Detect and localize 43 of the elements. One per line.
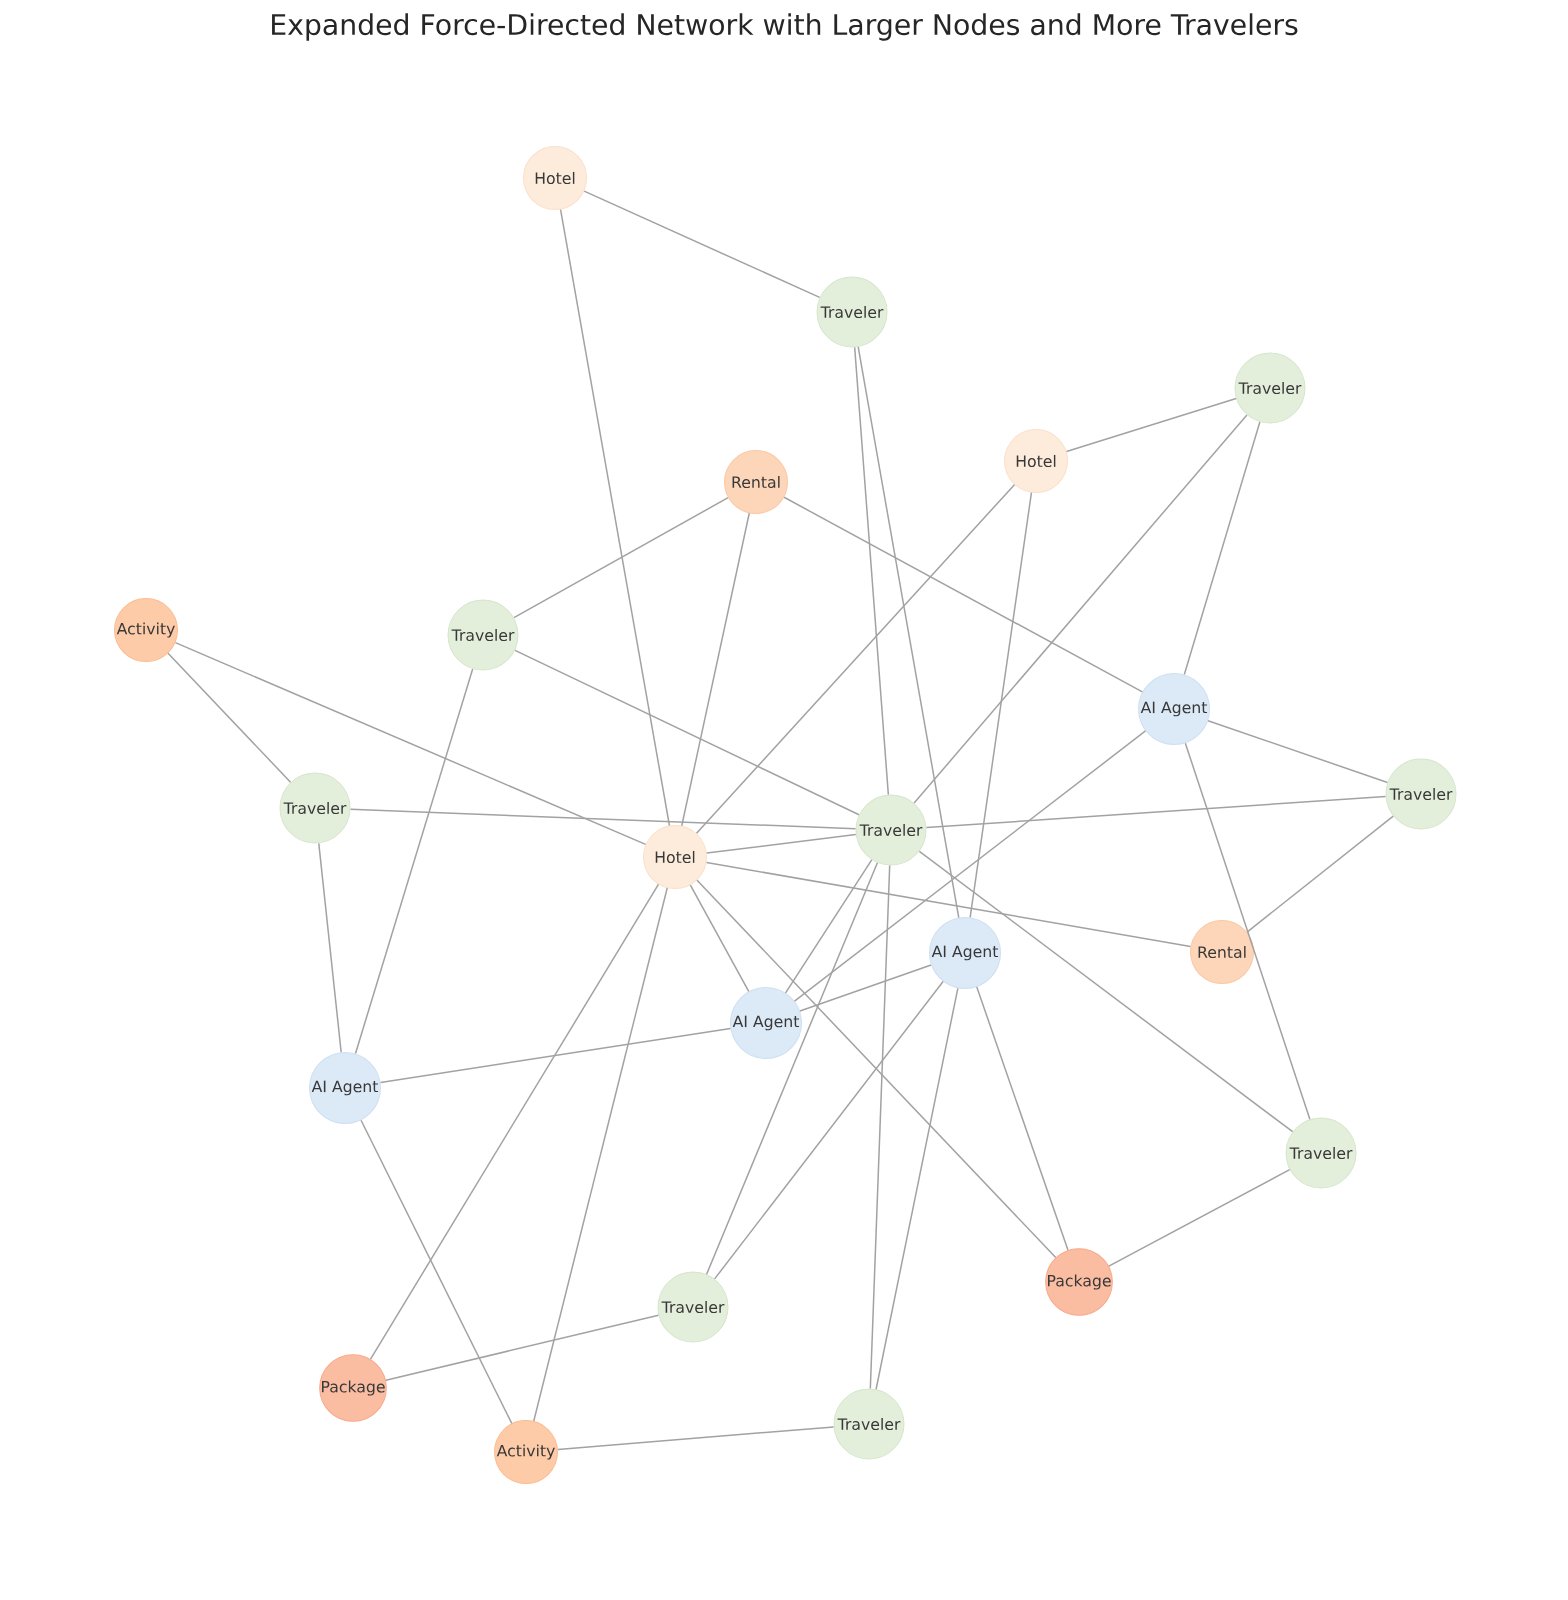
edge-line bbox=[379, 1027, 732, 1084]
edge-line bbox=[167, 652, 292, 783]
edge-line bbox=[969, 491, 1033, 919]
edge-line bbox=[1207, 719, 1389, 784]
edge-line bbox=[869, 864, 891, 1390]
edge-line bbox=[360, 1119, 513, 1425]
edge-line bbox=[1183, 421, 1261, 676]
edge-line bbox=[925, 795, 1387, 829]
edge-line bbox=[557, 1426, 835, 1451]
edge-line bbox=[1184, 742, 1311, 1121]
edge-line bbox=[318, 842, 342, 1053]
edge-line bbox=[695, 483, 1016, 835]
edge-line bbox=[1065, 397, 1237, 453]
edge-line bbox=[349, 808, 857, 830]
edge-line bbox=[793, 730, 1147, 1002]
edge-line bbox=[976, 986, 1069, 1251]
edge-line bbox=[853, 346, 890, 796]
edge-line bbox=[913, 414, 1248, 804]
edge-line bbox=[681, 512, 750, 827]
edge-line bbox=[689, 884, 750, 993]
edge-line bbox=[713, 980, 944, 1280]
edge-line bbox=[784, 859, 873, 994]
edge-line bbox=[385, 1314, 660, 1381]
edge-line bbox=[696, 879, 1057, 1259]
edge-line bbox=[705, 862, 879, 1275]
edge-line bbox=[1108, 1168, 1291, 1267]
edge-line bbox=[918, 850, 1294, 1133]
edge-line bbox=[583, 190, 821, 299]
edge-line bbox=[369, 883, 660, 1360]
edge-line bbox=[783, 496, 1144, 693]
edge-line bbox=[354, 668, 474, 1055]
edge-line bbox=[533, 887, 668, 1422]
chart-title: Expanded Force-Directed Network with Larger Nodes and More Travelers bbox=[272, 13, 1298, 41]
edge-line bbox=[799, 964, 932, 1012]
edge-line bbox=[706, 833, 857, 854]
edge-line bbox=[559, 208, 671, 827]
edge-line bbox=[514, 649, 860, 816]
edge-line bbox=[513, 496, 729, 619]
edge-line bbox=[1246, 815, 1394, 933]
edge-line bbox=[174, 641, 647, 846]
edge-line bbox=[875, 987, 959, 1390]
edge-line bbox=[705, 861, 1192, 948]
edge-line bbox=[857, 346, 960, 919]
